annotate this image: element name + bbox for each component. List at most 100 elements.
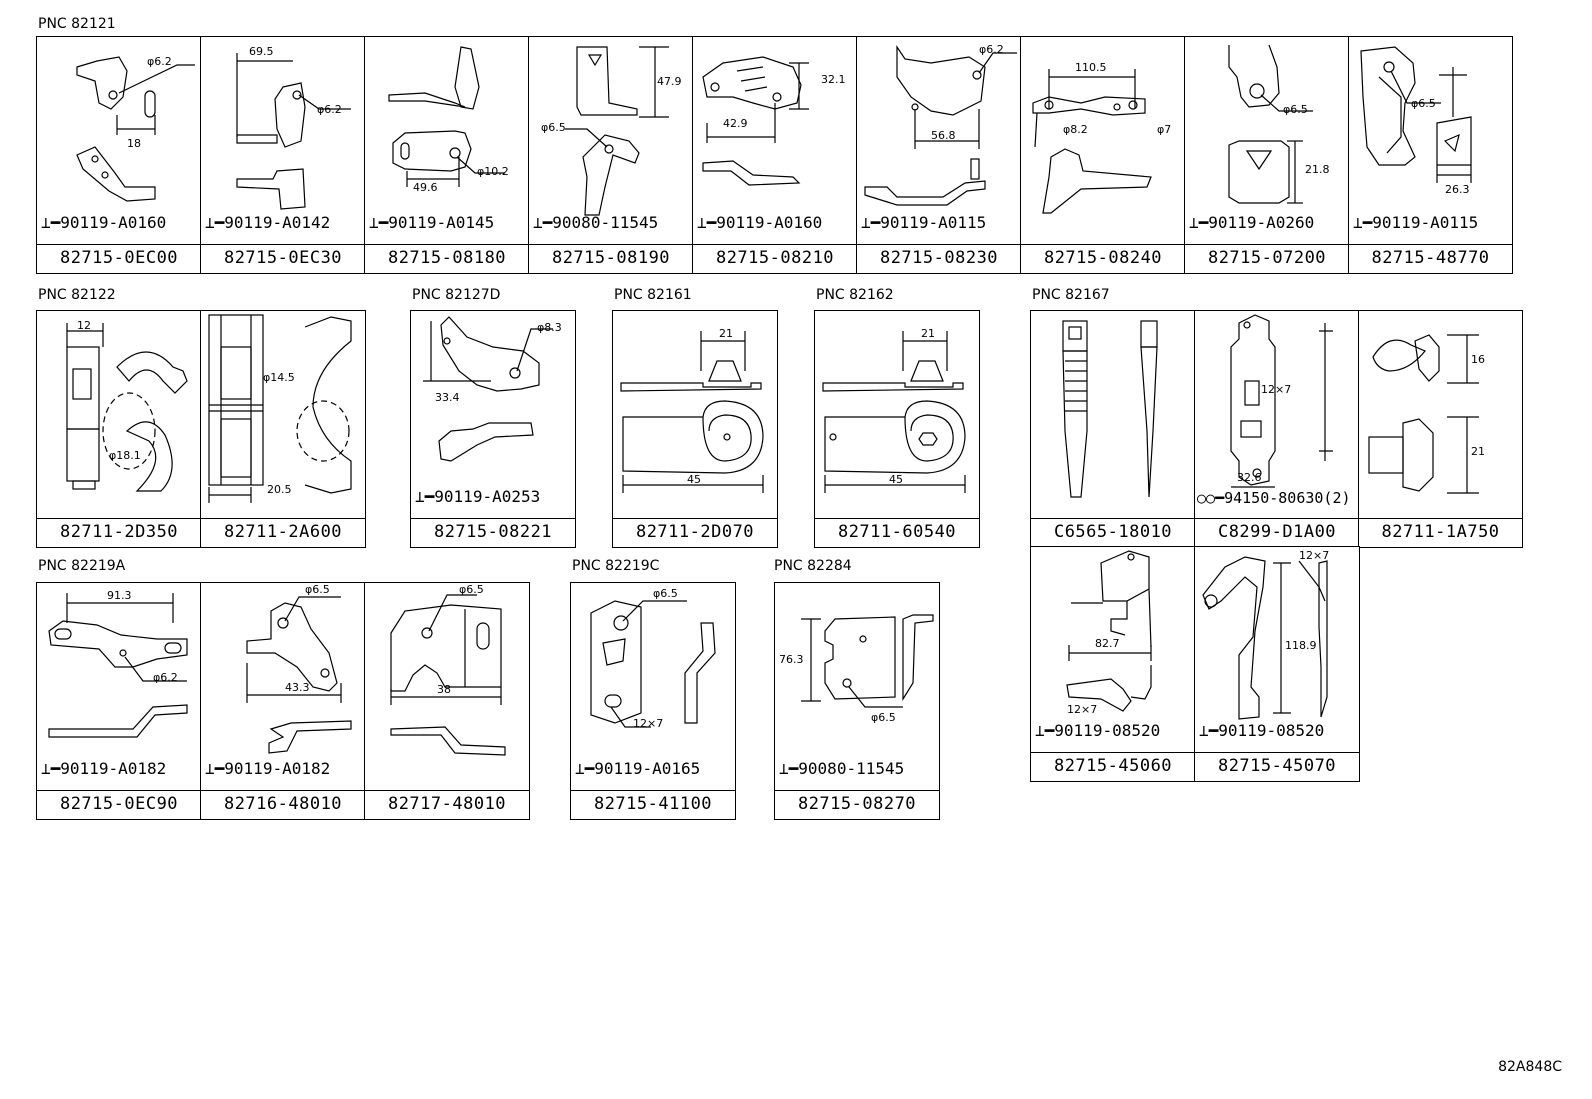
part-number[interactable]: 82715-0EC90 [37,790,201,819]
part-cell[interactable]: 110.5 φ8.2 φ7 82715-08240 [1020,36,1186,274]
pnc-label-82219a: PNC 82219A [38,558,126,574]
dimension-label: 38 [437,683,451,696]
part-cell[interactable]: 21 45 82711-60540 [814,310,980,548]
dimension-label: 21.8 [1305,163,1330,176]
part-cell[interactable]: C6565-18010 [1030,310,1196,548]
part-cell[interactable]: 12 φ18.1 82711-2D350 [36,310,202,548]
bracket-drawing [76,56,195,202]
clip-drawing [1368,334,1479,494]
dimension-label: φ18.1 [109,449,141,462]
bracket-drawing [1230,314,1333,488]
dimension-label: φ6.2 [979,43,1004,56]
part-cell[interactable]: 16 21 82711-1A750 [1358,310,1523,548]
bolt-part-number: ⊥━90119-08520 [1035,721,1161,740]
bolt-icon: ⊥ [533,213,543,232]
part-number[interactable]: 82715-08221 [411,518,575,547]
bolt-part-number: ⊥━90119-A0260 [1189,213,1315,232]
dimension-label: 43.3 [285,681,310,694]
bolt-icon: ⊥ [1199,721,1209,740]
dimension-label: φ6.5 [1411,97,1436,110]
part-number[interactable]: C6565-18010 [1031,518,1195,547]
dimension-label: 47.9 [657,75,682,88]
pnc-label-82284: PNC 82284 [774,558,852,574]
pnc-label-82219c: PNC 82219C [572,558,660,574]
part-number[interactable]: 82711-1A750 [1359,518,1522,547]
part-cell[interactable]: 12×7 118.9 ⊥━90119-08520 82715-45070 [1194,546,1360,782]
part-number[interactable]: 82715-45060 [1031,752,1195,781]
dimension-label: φ8.3 [537,321,562,334]
bolt-part-number: ⊥━90119-A0142 [205,213,331,232]
part-cell[interactable]: 12×7 32.6 ○○━94150-80630(2) C8299-D1A00 [1194,310,1360,548]
bracket-drawing [246,596,352,754]
bolt-part-number: ⊥━90119-A0145 [369,213,495,232]
cable-tie-drawing [1062,320,1158,498]
part-cell[interactable]: φ6.2 18 ⊥━90119-A0160 82715-0EC00 [36,36,202,274]
bracket-drawing [1032,69,1152,214]
part-number[interactable]: 82715-08180 [365,244,529,273]
pnc-label-82127d: PNC 82127D [412,287,501,303]
bolt-part-number: ⊥━90119-A0115 [861,213,987,232]
part-number[interactable]: 82711-2A600 [201,518,365,547]
clamp-drawing [208,314,352,503]
bracket-drawing [48,593,188,738]
dimension-label: φ6.2 [317,103,342,116]
part-number[interactable]: 82715-07200 [1185,244,1349,273]
part-cell[interactable]: φ6.5 38 82717-48010 [364,582,530,820]
part-number[interactable]: C8299-D1A00 [1195,518,1359,547]
dimension-label: φ14.5 [263,371,295,384]
part-cell[interactable]: φ6.2 56.8 ⊥━90119-A0115 82715-08230 [856,36,1022,274]
part-cell[interactable]: φ6.5 26.3 ⊥━90119-A0115 82715-48770 [1348,36,1513,274]
bolt-icon: ⊥ [41,759,51,778]
part-cell[interactable]: 32.1 42.9 ⊥━90119-A0160 82715-08210 [692,36,858,274]
part-number[interactable]: 82715-0EC30 [201,244,365,273]
clamp-drawing [66,323,188,492]
part-number[interactable]: 82715-0EC00 [37,244,201,273]
dimension-label: 20.5 [267,483,292,496]
part-number[interactable]: 82715-08190 [529,244,693,273]
dimension-label: φ6.5 [305,583,330,596]
part-cell[interactable]: φ14.5 20.5 82711-2A600 [200,310,366,548]
part-cell[interactable]: 47.9 φ6.5 ⊥━90080-11545 82715-08190 [528,36,694,274]
part-number[interactable]: 82715-08270 [775,790,939,819]
part-cell[interactable]: φ6.5 12×7 ⊥━90119-A0165 82715-41100 [570,582,736,820]
part-number[interactable]: 82715-08210 [693,244,857,273]
part-cell[interactable]: 82.7 12×7 ⊥━90119-08520 82715-45060 [1030,546,1196,782]
diagram-code: 82A848C [1498,1059,1562,1075]
dimension-label: 118.9 [1285,639,1317,652]
part-number[interactable]: 82716-48010 [201,790,365,819]
part-number[interactable]: 82711-2D070 [613,518,777,547]
dimension-label: 16 [1471,353,1485,366]
part-number[interactable]: 82715-08240 [1021,244,1185,273]
bracket-drawing [390,594,506,756]
bolt-part-number: ⊥━90119-A0182 [41,759,167,778]
part-cell[interactable]: 21 45 82711-2D070 [612,310,778,548]
part-number[interactable]: 82715-48770 [1349,244,1512,273]
dimension-label: 12×7 [633,717,664,730]
bolt-part-number: ⊥━90080-11545 [533,213,659,232]
dimension-label: φ6.2 [153,671,178,684]
dimension-label: 12×7 [1299,549,1330,562]
pnc-label-82161: PNC 82161 [614,287,692,303]
part-number[interactable]: 82717-48010 [365,790,529,819]
part-number[interactable]: 82715-08230 [857,244,1021,273]
bolt-icon: ⊥ [861,213,871,232]
part-cell[interactable]: φ8.3 33.4 ⊥━90119-A0253 82715-08221 [410,310,576,548]
dimension-label: 69.5 [249,45,274,58]
part-cell[interactable]: φ6.5 21.8 ⊥━90119-A0260 82715-07200 [1184,36,1350,274]
bolt-icon: ○○ [1197,489,1216,507]
bolt-part-number: ⊥━90119-A0253 [415,487,541,506]
dimension-label: 12 [77,319,91,332]
part-number[interactable]: 82711-60540 [815,518,979,547]
part-cell[interactable]: φ6.5 43.3 ⊥━90119-A0182 82716-48010 [200,582,366,820]
bracket-drawing [1228,44,1313,204]
part-number[interactable]: 82715-41100 [571,790,735,819]
part-cell[interactable]: 69.5 φ6.2 ⊥━90119-A0142 82715-0EC30 [200,36,366,274]
part-cell[interactable]: 91.3 φ6.2 ⊥━90119-A0182 82715-0EC90 [36,582,202,820]
part-cell[interactable]: φ10.2 49.6 ⊥━90119-A0145 82715-08180 [364,36,530,274]
bolt-part-number: ⊥━90119-08520 [1199,721,1325,740]
bracket-drawing [423,316,553,462]
part-number[interactable]: 82715-45070 [1195,752,1359,781]
bolt-icon: ⊥ [205,213,215,232]
part-number[interactable]: 82711-2D350 [37,518,201,547]
part-cell[interactable]: 76.3 φ6.5 ⊥━90080-11545 82715-08270 [774,582,940,820]
